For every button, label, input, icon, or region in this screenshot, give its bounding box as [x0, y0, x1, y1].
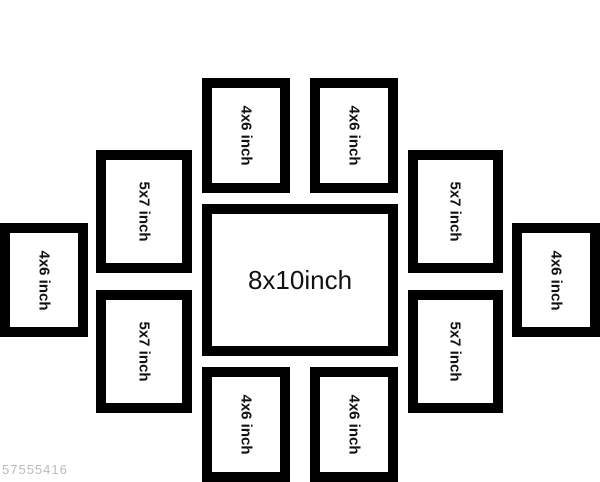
frame-4x6-far-right: 4x6 inch — [512, 223, 600, 337]
frame-label: 4x6 inch — [345, 105, 363, 166]
frame-4x6-bottom-right: 4x6 inch — [310, 367, 398, 482]
frame-label: 4x6 inch — [237, 394, 255, 455]
frame-5x7-upper-right: 5x7 inch — [408, 150, 503, 273]
frame-label: 5x7 inch — [447, 181, 464, 242]
frame-label: 4x6 inch — [237, 105, 255, 166]
frame-label: 5x7 inch — [135, 181, 153, 242]
frame-4x6-far-left: 4x6 inch — [0, 223, 88, 337]
frame-4x6-top-left: 4x6 inch — [202, 78, 290, 193]
watermark-text: 57555416 — [2, 462, 68, 477]
frame-4x6-bottom-left: 4x6 inch — [202, 367, 290, 482]
frame-5x7-upper-left: 5x7 inch — [96, 150, 192, 273]
frame-4x6-top-right: 4x6 inch — [310, 78, 398, 193]
frame-label: 4x6 inch — [345, 394, 363, 455]
frame-5x7-lower-right: 5x7 inch — [408, 290, 503, 413]
frame-label: 4x6 inch — [547, 249, 565, 311]
frame-label: 8x10inch — [247, 264, 353, 295]
frame-label: 5x7 inch — [135, 321, 153, 382]
frame-5x7-lower-left: 5x7 inch — [96, 290, 192, 413]
frame-label: 4x6 inch — [35, 249, 53, 311]
frame-label: 5x7 inch — [447, 321, 464, 382]
frame-8x10-center: 8x10inch — [202, 204, 398, 356]
